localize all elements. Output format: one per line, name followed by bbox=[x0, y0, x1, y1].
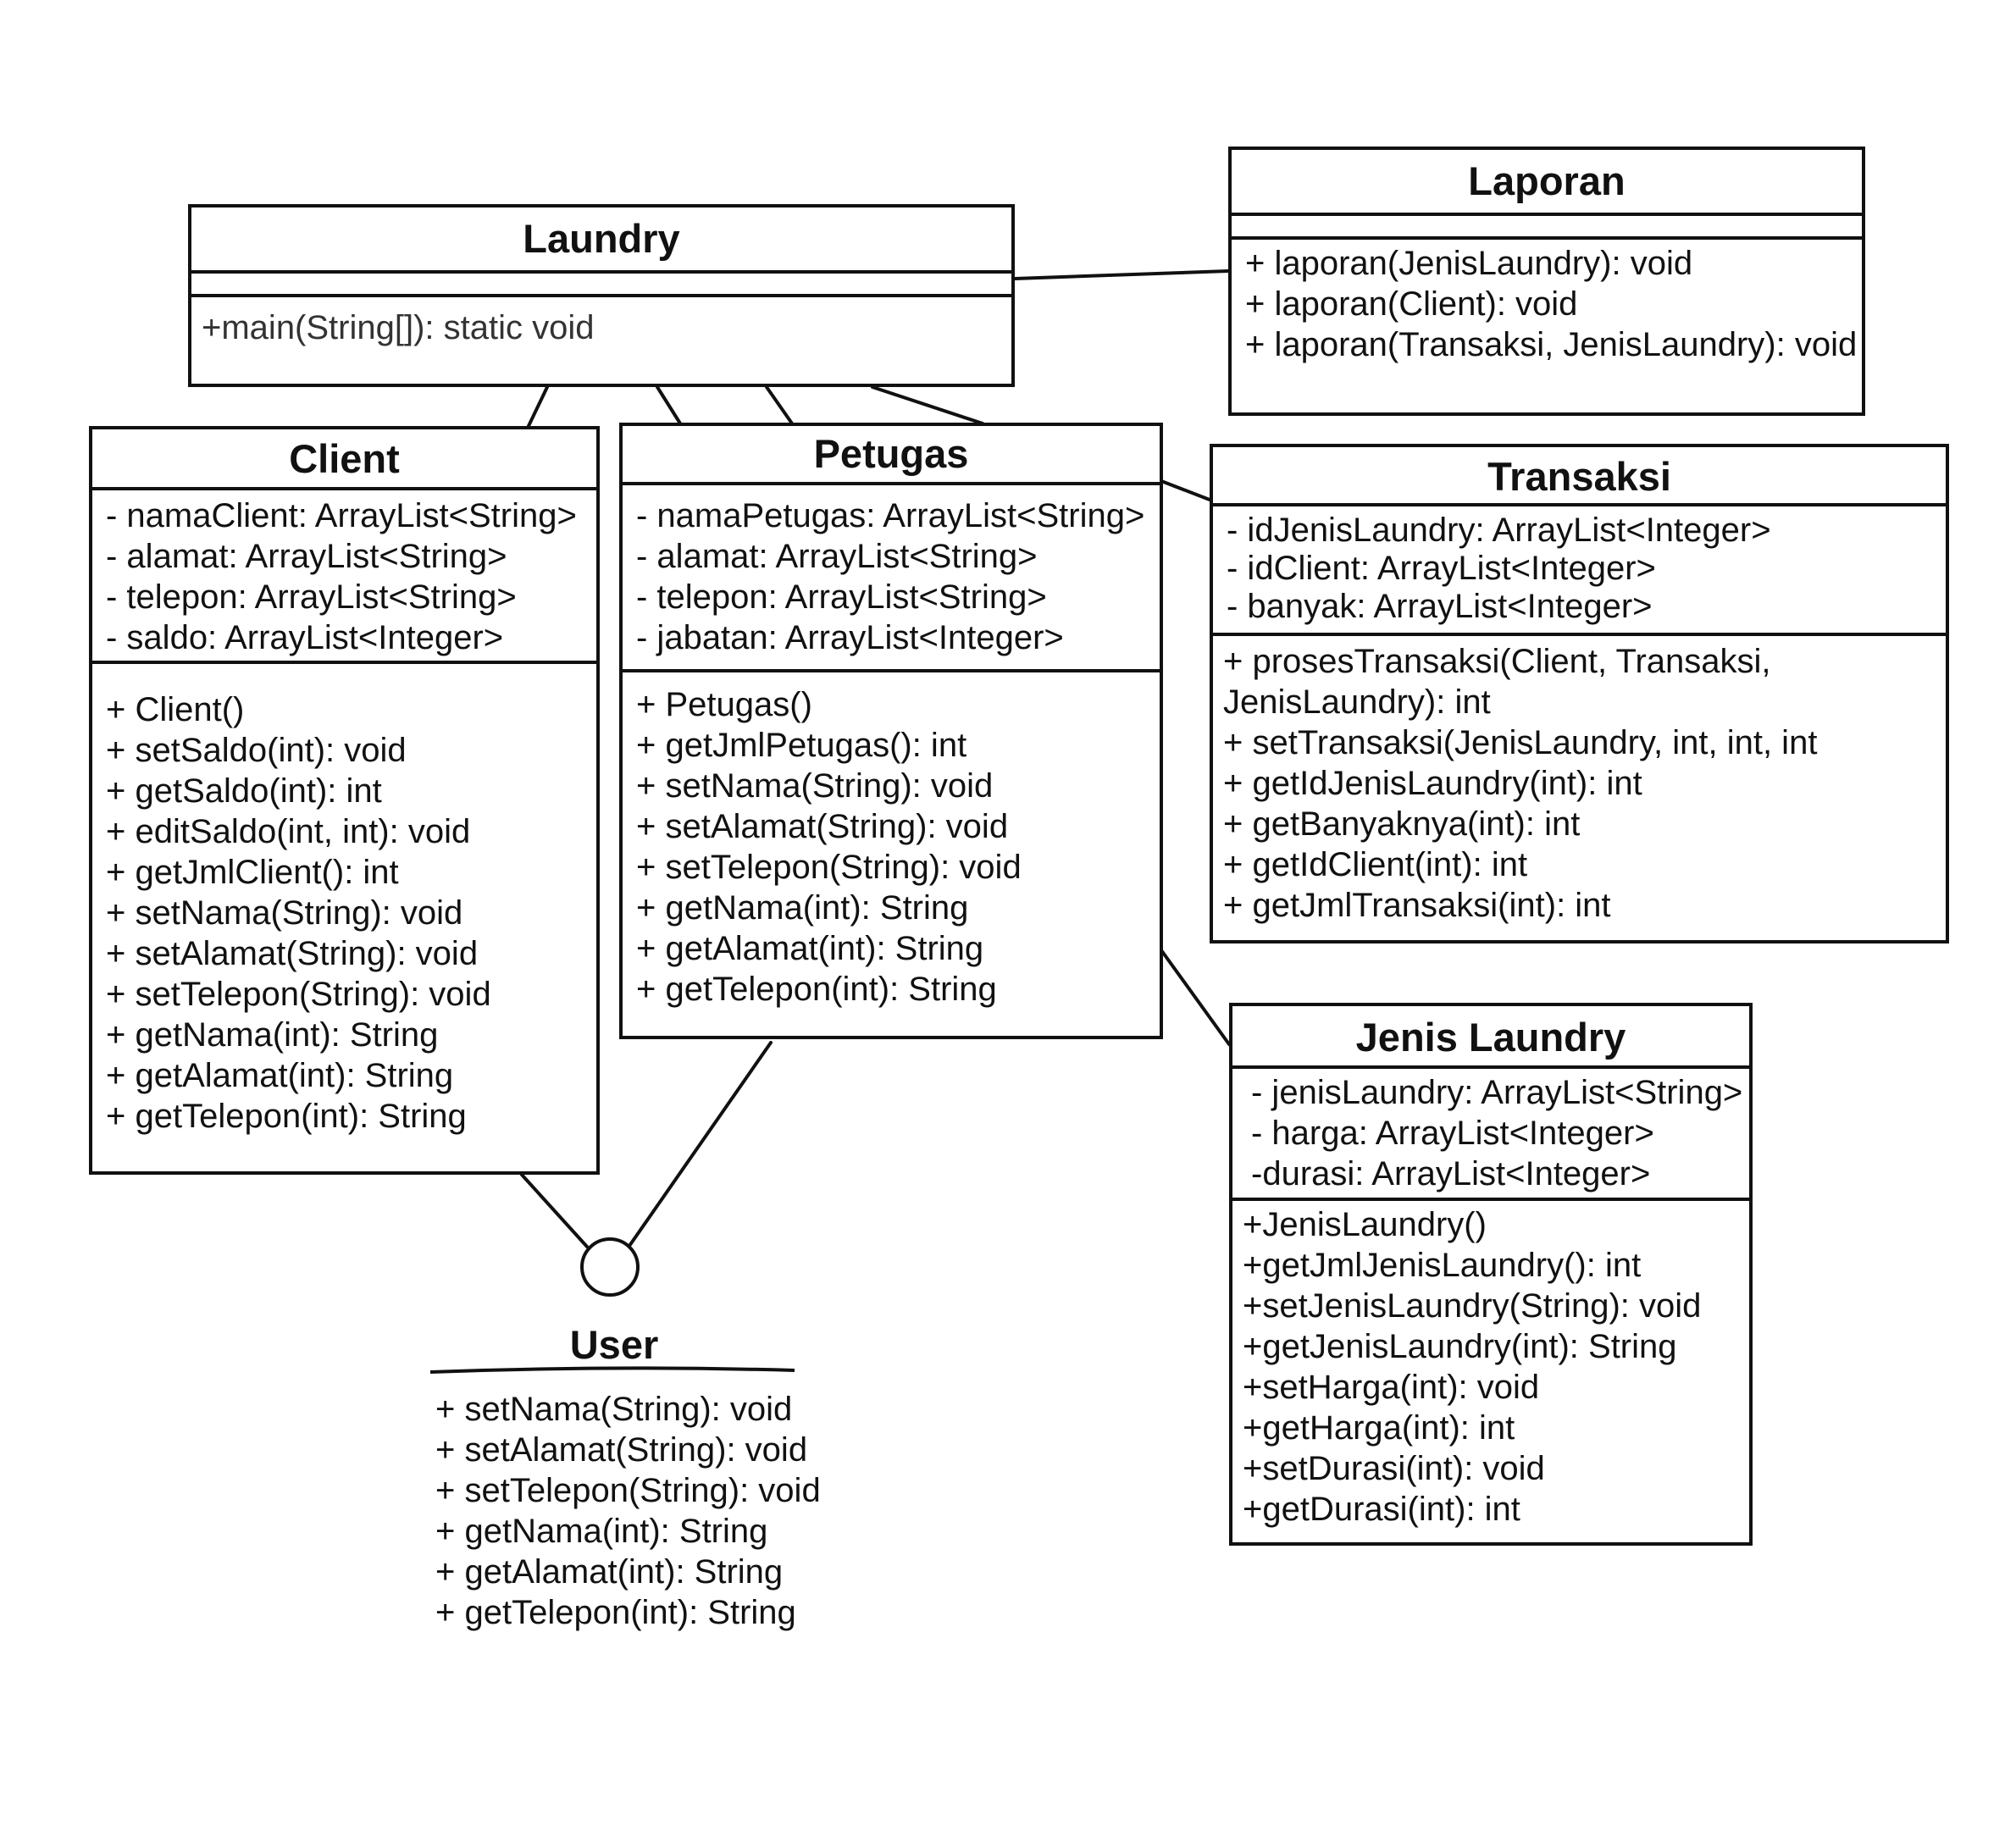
class-method: + Client() bbox=[106, 691, 245, 728]
class-method: +setJenisLaundry(String): void bbox=[1243, 1287, 1702, 1325]
class-method: +getJenisLaundry(int): String bbox=[1243, 1328, 1677, 1365]
class-method: JenisLaundry): int bbox=[1223, 683, 1491, 721]
class-method: + setNama(String): void bbox=[636, 767, 994, 805]
class-method: + getNama(int): String bbox=[636, 889, 969, 927]
class-method: + laporan(Transaksi, JenisLaundry): void bbox=[1245, 326, 1858, 363]
link-laundry-petugas-1 bbox=[656, 385, 682, 425]
class-method: + laporan(Client): void bbox=[1245, 285, 1578, 323]
class-attribute: - banyak: ArrayList<Integer> bbox=[1227, 588, 1653, 625]
class-method: + editSaldo(int, int): void bbox=[106, 813, 471, 850]
class-method: + getTelepon(int): String bbox=[636, 971, 997, 1008]
class-attribute: - namaPetugas: ArrayList<String> bbox=[636, 497, 1145, 534]
class-method: + getBanyaknya(int): int bbox=[1223, 805, 1581, 843]
class-attributes bbox=[191, 274, 1011, 297]
class-attributes: - idJenisLaundry: ArrayList<Integer> - i… bbox=[1213, 506, 1946, 636]
class-client: Client - namaClient: ArrayList<String> -… bbox=[89, 426, 600, 1175]
interface-circle-icon bbox=[580, 1237, 640, 1297]
interface-method: + getNama(int): String bbox=[435, 1513, 768, 1550]
class-method: + getJmlTransaksi(int): int bbox=[1223, 887, 1611, 924]
class-attribute: - jabatan: ArrayList<Integer> bbox=[636, 619, 1064, 656]
class-attribute: - saldo: ArrayList<Integer> bbox=[106, 619, 504, 656]
class-method: + setNama(String): void bbox=[106, 894, 463, 932]
class-methods: + Petugas() + getJmlPetugas(): int + set… bbox=[623, 672, 1160, 1010]
class-methods: + laporan(JenisLaundry): void + laporan(… bbox=[1232, 240, 1862, 365]
interface-method: + getTelepon(int): String bbox=[435, 1594, 796, 1631]
class-method: +getJmlJenisLaundry(): int bbox=[1243, 1247, 1642, 1284]
interface-title: User bbox=[569, 1322, 659, 1367]
class-method: + setTelepon(String): void bbox=[636, 849, 1022, 886]
link-petugas-jenis-laundry bbox=[1160, 949, 1231, 1046]
class-method: + getNama(int): String bbox=[106, 1016, 439, 1054]
class-attribute: - telepon: ArrayList<String> bbox=[106, 578, 517, 616]
class-method: + getJmlPetugas(): int bbox=[636, 727, 967, 764]
class-attributes bbox=[1232, 216, 1862, 240]
class-method: + getTelepon(int): String bbox=[106, 1098, 467, 1135]
class-methods: + Client() + setSaldo(int): void + getSa… bbox=[92, 664, 596, 1137]
class-attributes: - namaPetugas: ArrayList<String> - alama… bbox=[623, 485, 1160, 672]
link-laundry-petugas-2 bbox=[765, 385, 794, 425]
class-methods: +main(String[]): static void bbox=[191, 297, 1011, 348]
class-method: + prosesTransaksi(Client, Transaksi, bbox=[1223, 643, 1771, 680]
class-method: + getSaldo(int): int bbox=[106, 772, 382, 810]
link-laundry-laporan bbox=[1013, 269, 1230, 280]
class-attribute: - harga: ArrayList<Integer> bbox=[1251, 1115, 1654, 1152]
class-attributes: - jenisLaundry: ArrayList<String> - harg… bbox=[1232, 1069, 1749, 1201]
class-laporan: Laporan + laporan(JenisLaundry): void + … bbox=[1228, 147, 1865, 416]
class-method: + getJmlClient(): int bbox=[106, 854, 399, 891]
class-attribute: - alamat: ArrayList<String> bbox=[106, 538, 507, 575]
link-client-user bbox=[520, 1173, 589, 1248]
class-method: +getHarga(int): int bbox=[1243, 1409, 1515, 1447]
class-attribute: - namaClient: ArrayList<String> bbox=[106, 497, 577, 534]
class-method: + Petugas() bbox=[636, 686, 812, 723]
class-method: + setTransaksi(JenisLaundry, int, int, i… bbox=[1223, 724, 1818, 761]
class-attributes: - namaClient: ArrayList<String> - alamat… bbox=[92, 490, 596, 664]
interface-separator bbox=[429, 1366, 795, 1374]
interface-method: + getAlamat(int): String bbox=[435, 1553, 784, 1591]
class-method: +JenisLaundry() bbox=[1243, 1206, 1487, 1243]
class-attribute: - telepon: ArrayList<String> bbox=[636, 578, 1047, 616]
class-title: Jenis Laundry bbox=[1232, 1006, 1749, 1069]
class-attribute: - idClient: ArrayList<Integer> bbox=[1227, 550, 1656, 587]
class-method: + getAlamat(int): String bbox=[106, 1057, 454, 1094]
class-title: Laporan bbox=[1232, 150, 1862, 216]
class-method: +main(String[]): static void bbox=[202, 309, 595, 346]
class-method: + getIdJenisLaundry(int): int bbox=[1223, 765, 1642, 802]
class-method: + setTelepon(String): void bbox=[106, 976, 491, 1013]
interface-method: + setNama(String): void bbox=[435, 1391, 793, 1428]
class-attribute: - idJenisLaundry: ArrayList<Integer> bbox=[1227, 512, 1771, 549]
class-title: Laundry bbox=[191, 208, 1011, 274]
class-method: + setSaldo(int): void bbox=[106, 732, 407, 769]
interface-method: + setAlamat(String): void bbox=[435, 1431, 808, 1469]
class-method: + getIdClient(int): int bbox=[1223, 846, 1528, 883]
class-jenis-laundry: Jenis Laundry - jenisLaundry: ArrayList<… bbox=[1229, 1003, 1753, 1546]
class-methods: + prosesTransaksi(Client, Transaksi, Jen… bbox=[1213, 636, 1946, 926]
interface-methods: + setNama(String): void + setAlamat(Stri… bbox=[435, 1389, 821, 1633]
link-laundry-client bbox=[526, 385, 549, 429]
class-title: Petugas bbox=[623, 426, 1160, 485]
class-method: + setAlamat(String): void bbox=[106, 935, 479, 972]
class-attribute: - alamat: ArrayList<String> bbox=[636, 538, 1038, 575]
class-title: Client bbox=[92, 429, 596, 490]
class-attribute: -durasi: ArrayList<Integer> bbox=[1251, 1155, 1651, 1192]
class-method: + setAlamat(String): void bbox=[636, 808, 1009, 845]
link-petugas-transaksi bbox=[1160, 479, 1211, 501]
link-petugas-user bbox=[628, 1041, 773, 1248]
class-laundry: Laundry +main(String[]): static void bbox=[188, 204, 1015, 387]
link-laundry-petugas-3 bbox=[871, 385, 984, 425]
class-method: + getAlamat(int): String bbox=[636, 930, 984, 967]
class-method: +setDurasi(int): void bbox=[1243, 1450, 1545, 1487]
interface-method: + setTelepon(String): void bbox=[435, 1472, 821, 1509]
class-method: +setHarga(int): void bbox=[1243, 1369, 1540, 1406]
class-title: Transaksi bbox=[1213, 447, 1946, 506]
class-method: +getDurasi(int): int bbox=[1243, 1491, 1520, 1528]
class-methods: +JenisLaundry() +getJmlJenisLaundry(): i… bbox=[1232, 1201, 1749, 1530]
class-method: + laporan(JenisLaundry): void bbox=[1245, 245, 1693, 282]
class-petugas: Petugas - namaPetugas: ArrayList<String>… bbox=[619, 423, 1163, 1039]
class-attribute: - jenisLaundry: ArrayList<String> bbox=[1251, 1074, 1743, 1111]
class-transaksi: Transaksi - idJenisLaundry: ArrayList<In… bbox=[1210, 444, 1949, 943]
